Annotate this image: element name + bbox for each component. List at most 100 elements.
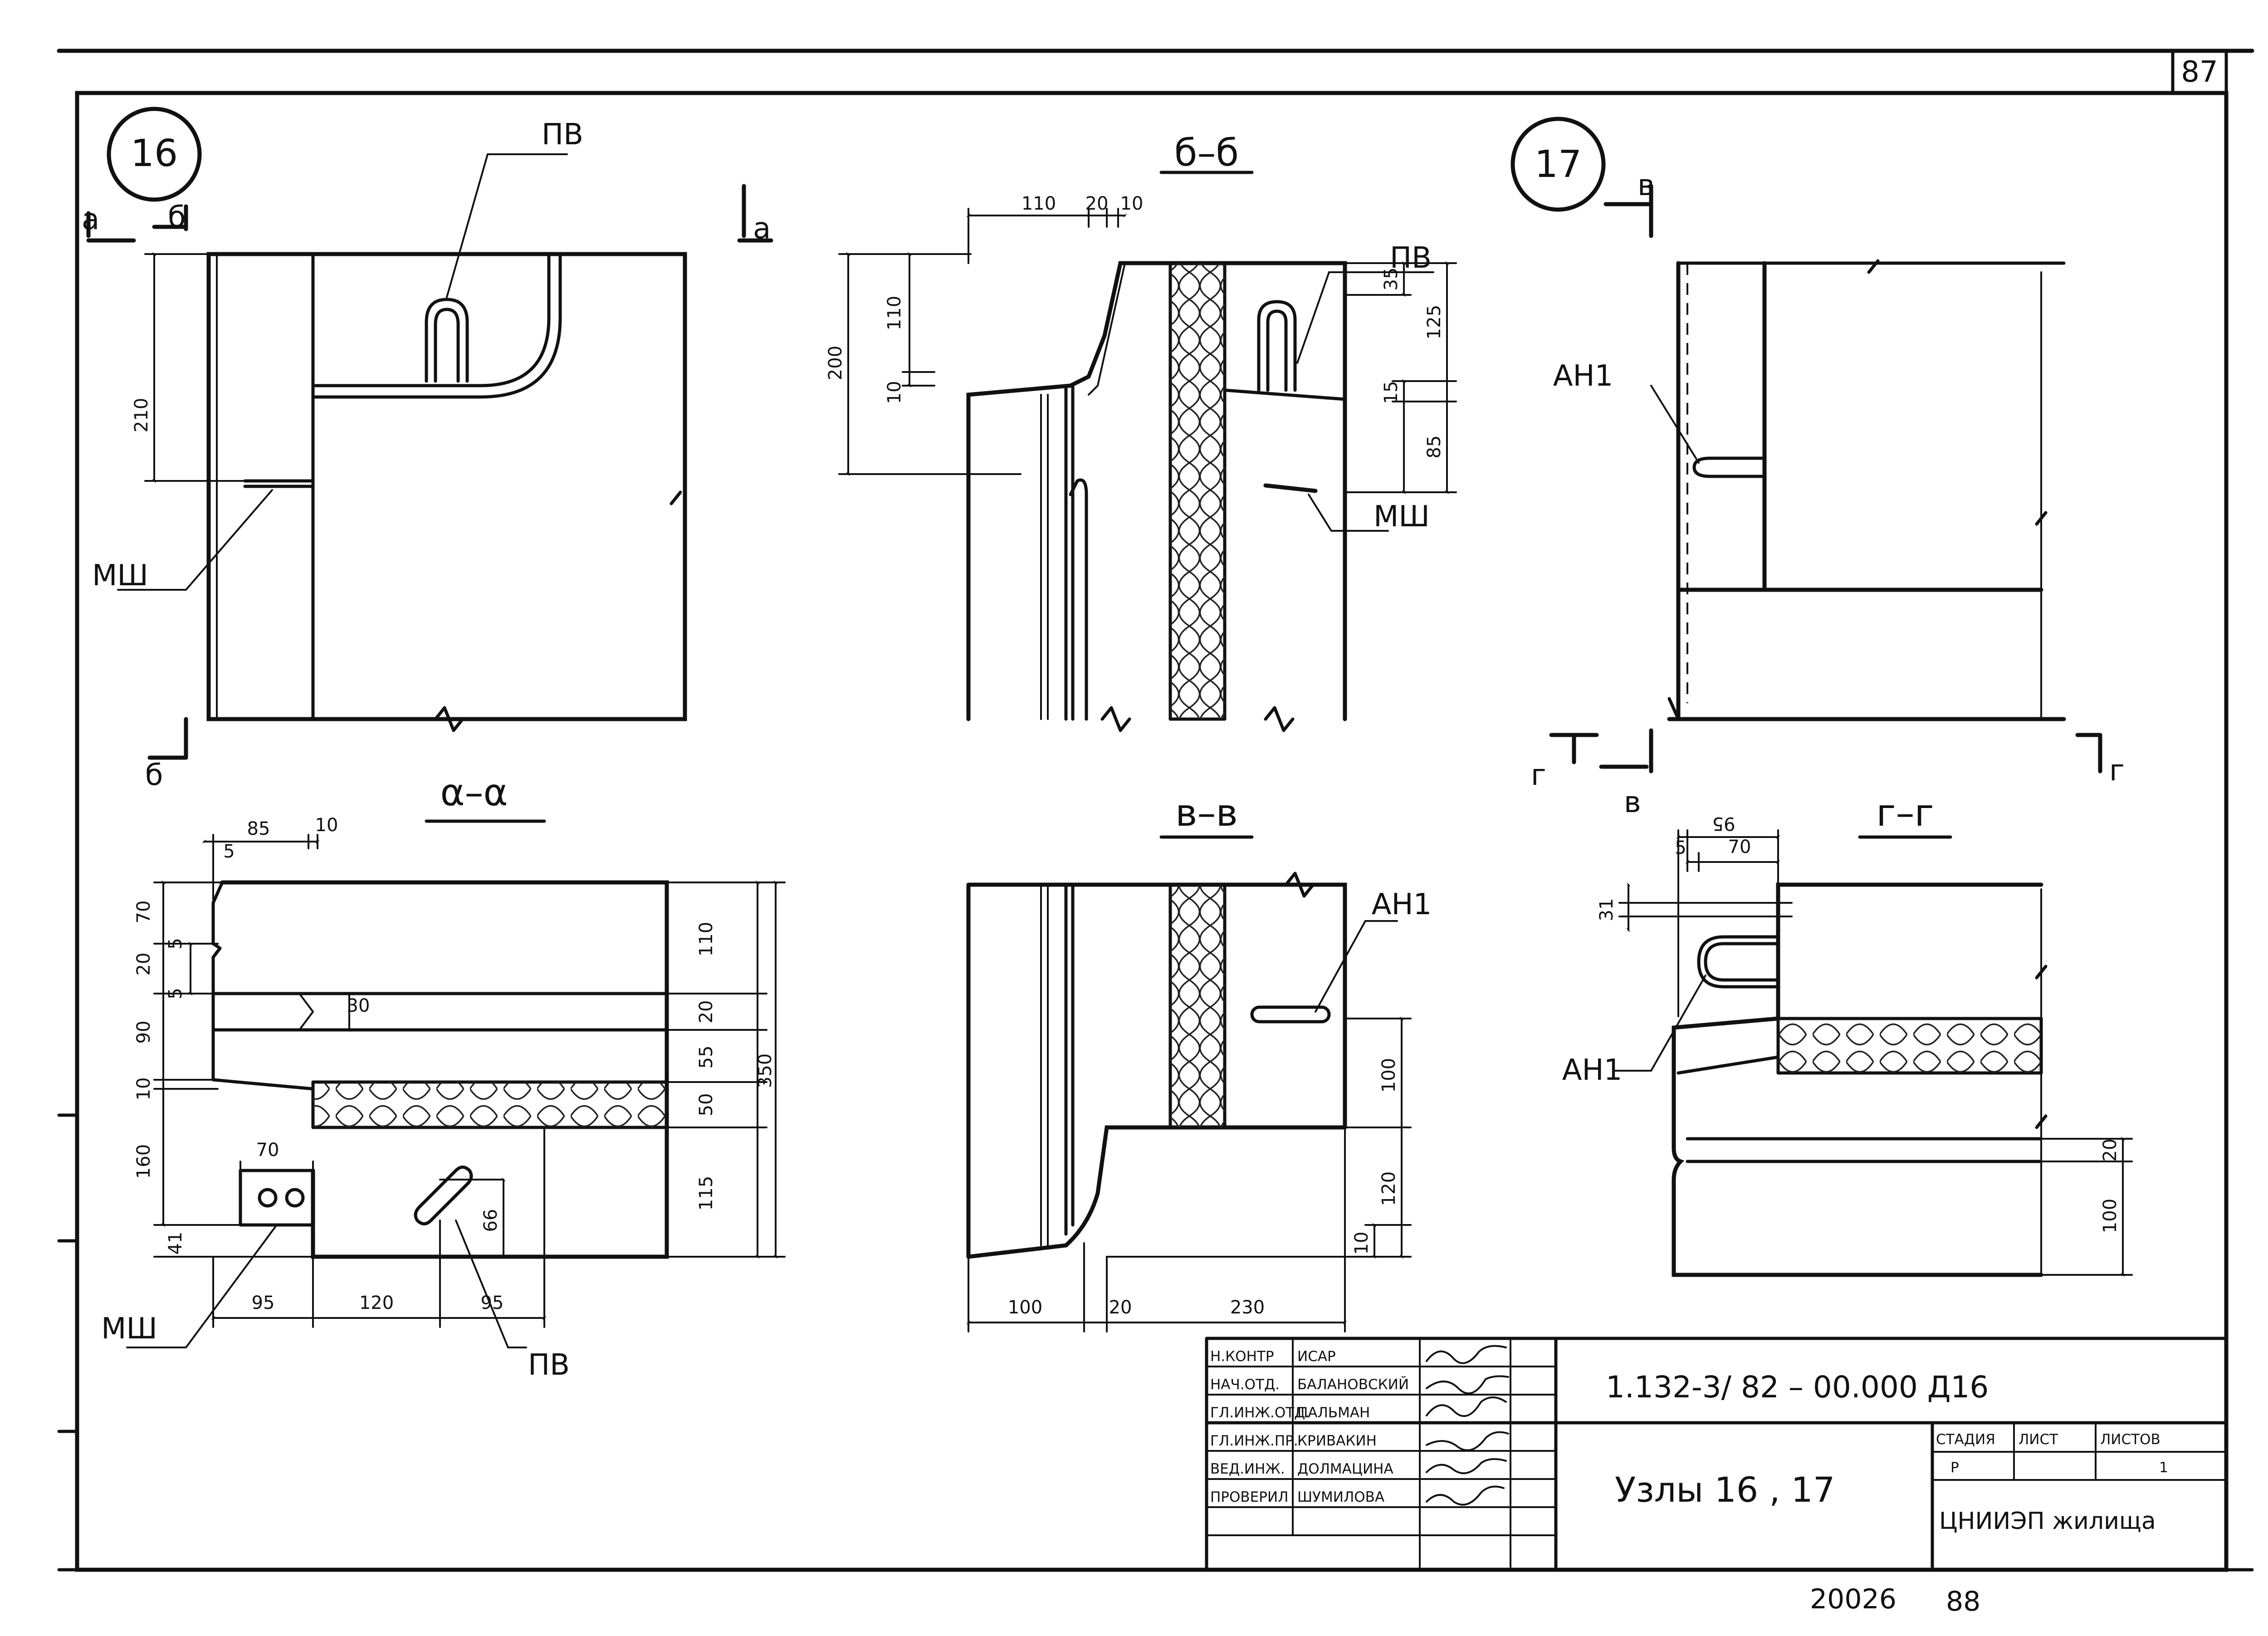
dim-gg-31: 31 xyxy=(1596,898,1617,921)
section-aa-title: α–α xyxy=(440,771,508,814)
tb-doc-code: 1.132-3/ 82 – 00.000 Д16 xyxy=(1606,1370,1989,1405)
section-mark-b-bottom: б xyxy=(145,759,163,792)
dim-aa-95b: 95 xyxy=(481,1293,504,1313)
footer-inv: 20026 xyxy=(1810,1583,1897,1615)
dim-bb-10: 10 xyxy=(1120,193,1144,214)
dim-aa-10: 10 xyxy=(315,815,338,836)
section-mark-v-top: в xyxy=(1637,169,1655,202)
pv-label: ПВ xyxy=(542,118,583,152)
dim-aa-85: 85 xyxy=(247,818,270,839)
dim-aa-160: 160 xyxy=(133,1144,154,1179)
dim-aa-5: 5 xyxy=(223,841,235,862)
dim-bb-10-v: 10 xyxy=(884,381,905,404)
dim-aa-115: 115 xyxy=(696,1176,717,1210)
an1-label-17: АН1 xyxy=(1553,359,1613,393)
dim-vv-100: 100 xyxy=(1378,1058,1399,1092)
dim-node16-210: 210 xyxy=(131,398,152,432)
dim-aa-55: 55 xyxy=(696,1046,717,1069)
dim-bb-125: 125 xyxy=(1424,305,1445,339)
dim-aa-95: 95 xyxy=(252,1293,275,1313)
dim-vv-20: 20 xyxy=(1109,1297,1132,1318)
section-mark-a-right: а xyxy=(753,212,771,245)
an1-label-vv: АН1 xyxy=(1372,888,1432,921)
dim-aa-120: 120 xyxy=(359,1293,394,1313)
tb-role-2: ГЛ.ИНЖ.ОТД. xyxy=(1210,1405,1310,1421)
section-vv-title: в–в xyxy=(1175,792,1238,835)
dim-gg-20: 20 xyxy=(2100,1139,2121,1162)
pv-label-bb: ПВ xyxy=(1390,241,1432,275)
tb-col-sheets: ЛИСТОВ xyxy=(2100,1431,2160,1448)
pv-label-aa: ПВ xyxy=(528,1348,570,1382)
dim-aa-110: 110 xyxy=(696,922,717,956)
dim-aa-10b: 10 xyxy=(133,1078,154,1101)
dim-aa-70: 70 xyxy=(133,901,154,924)
tb-name-4: ДОЛМАЦИНА xyxy=(1297,1461,1393,1477)
section-vv-view xyxy=(966,872,1412,1332)
dim-vv-230: 230 xyxy=(1230,1297,1265,1318)
tb-name-1: БАЛАНОВСКИЙ xyxy=(1297,1376,1409,1393)
dim-vv-10: 10 xyxy=(1351,1232,1372,1255)
tb-title: Узлы 16 , 17 xyxy=(1615,1469,1835,1510)
dim-bb-85: 85 xyxy=(1424,436,1445,459)
dim-aa-41: 41 xyxy=(165,1232,186,1255)
section-gg-title: г–г xyxy=(1876,792,1934,835)
section-gg-view xyxy=(1614,829,2133,1277)
footer-page: 88 xyxy=(1946,1586,1980,1617)
dim-aa-350: 350 xyxy=(755,1053,776,1088)
node-16-label: 16 xyxy=(131,132,178,175)
page-number: 87 xyxy=(2181,55,2218,89)
section-mark-b-top: б xyxy=(168,201,186,234)
msh-label-aa: МШ xyxy=(101,1312,157,1346)
tb-name-0: ИСАР xyxy=(1297,1348,1336,1365)
an1-label-gg: АН1 xyxy=(1562,1053,1623,1087)
signatures xyxy=(1426,1345,1509,1506)
dim-bb-35: 35 xyxy=(1381,268,1402,291)
dim-bb-110-v: 110 xyxy=(884,296,905,330)
dim-vv-120: 120 xyxy=(1378,1171,1399,1206)
section-bb-title: б–б xyxy=(1174,132,1239,175)
dim-aa-90: 90 xyxy=(133,1021,154,1044)
tb-col-sheet: ЛИСТ xyxy=(2019,1431,2058,1448)
tb-role-0: Н.КОНТР xyxy=(1210,1348,1274,1365)
dim-gg-70: 70 xyxy=(1728,837,1751,857)
section-mark-a-left: а xyxy=(82,203,99,236)
tb-role-1: НАЧ.ОТД. xyxy=(1210,1376,1280,1393)
title-block xyxy=(1205,1337,2228,1572)
dim-aa-30: 30 xyxy=(347,995,370,1016)
section-aa-view xyxy=(126,834,786,1348)
dim-bb-200: 200 xyxy=(825,346,846,380)
tb-stage: Р xyxy=(1950,1460,1959,1476)
dim-gg-95: 95 xyxy=(1712,813,1735,834)
tb-name-5: ШУМИЛОВА xyxy=(1297,1489,1384,1505)
dim-bb-15: 15 xyxy=(1381,381,1402,404)
dim-aa-5c: 5 xyxy=(165,988,186,999)
tb-org: ЦНИИЭП жилища xyxy=(1939,1508,2156,1535)
dim-bb-110: 110 xyxy=(1022,193,1056,214)
tb-role-5: ПРОВЕРИЛ xyxy=(1210,1489,1288,1505)
dim-aa-20: 20 xyxy=(133,953,154,976)
section-mark-g-right: г xyxy=(2109,754,2125,788)
node-16-view: 16 xyxy=(86,107,773,760)
tb-sheets: 1 xyxy=(2159,1460,2168,1476)
msh-label-bb: МШ xyxy=(1374,500,1430,534)
dim-vv-100b: 100 xyxy=(1008,1297,1042,1318)
tb-col-stage: СТАДИЯ xyxy=(1936,1431,1995,1448)
dim-aa-5b: 5 xyxy=(165,938,186,949)
dim-aa-66: 66 xyxy=(480,1209,501,1232)
msh-label: МШ xyxy=(92,559,148,593)
section-mark-v-bottom: в xyxy=(1624,786,1641,819)
tb-role-4: ВЕД.ИНЖ. xyxy=(1210,1461,1285,1477)
tb-name-3: КРИВАКИН xyxy=(1297,1433,1377,1449)
dim-gg-5: 5 xyxy=(1675,838,1686,858)
section-bb-view xyxy=(838,208,1457,732)
dim-gg-100: 100 xyxy=(2100,1199,2121,1233)
dim-aa-50: 50 xyxy=(696,1093,717,1117)
dim-aa-20b: 20 xyxy=(696,1000,717,1024)
tb-role-3: ГЛ.ИНЖ.ПР. xyxy=(1210,1433,1298,1449)
tb-name-2: ПАЛЬМАН xyxy=(1297,1405,1370,1421)
section-mark-g-left: г xyxy=(1531,759,1546,792)
node-17-label: 17 xyxy=(1535,143,1582,186)
dim-aa-70b: 70 xyxy=(256,1140,279,1161)
dim-bb-20: 20 xyxy=(1085,193,1109,214)
